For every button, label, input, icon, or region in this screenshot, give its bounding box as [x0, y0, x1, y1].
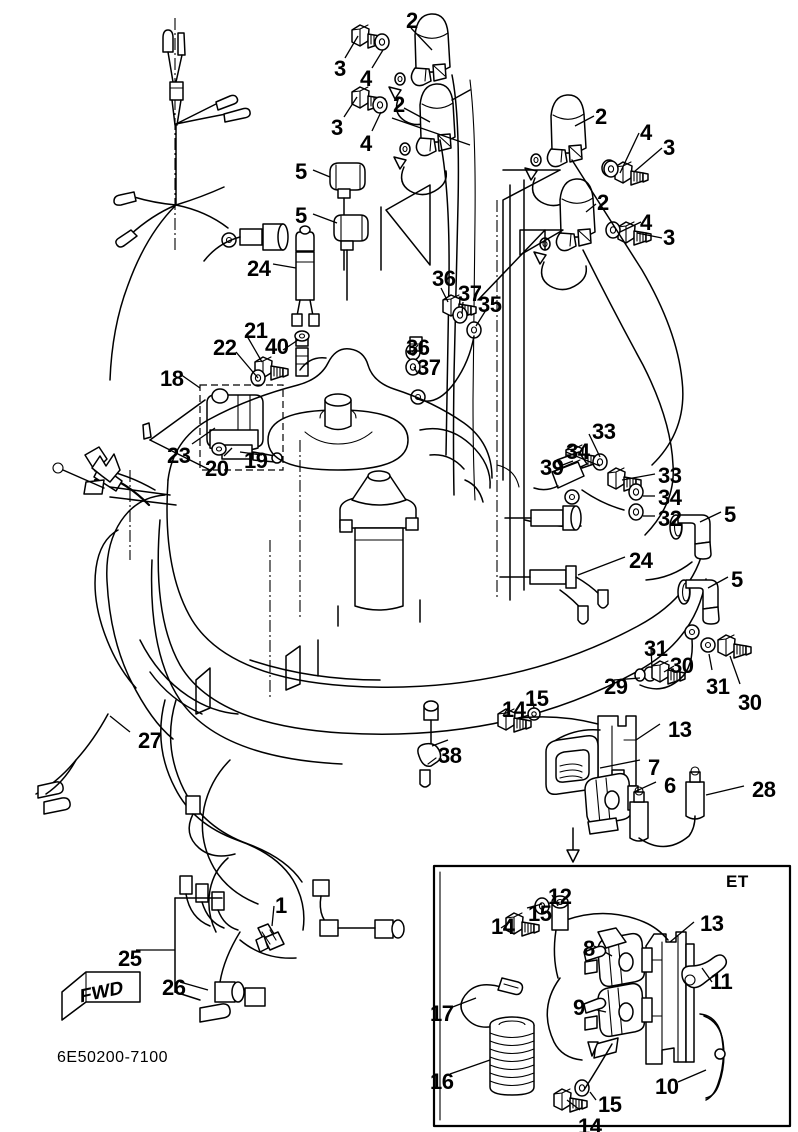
labels-leaders-21-22-40	[235, 335, 299, 379]
plug-cap-right-leaders	[645, 511, 729, 589]
callout-spring-cover-16: 16	[430, 1069, 454, 1094]
callout-washer-31: 31	[644, 636, 668, 661]
rectifier-right	[499, 505, 626, 625]
screw-40	[294, 330, 310, 377]
rectifier-left	[203, 223, 320, 327]
callout-bolt-3: 3	[334, 56, 346, 81]
callout-ignition-coil-2: 2	[393, 92, 405, 117]
callout-rectifier-24: 24	[629, 548, 653, 573]
callout-wire-harness-27: 27	[138, 728, 162, 753]
callout-fuse-28: 28	[752, 777, 776, 802]
callout-bolt-21: 21	[244, 318, 268, 343]
callout-lead-set-25: 25	[118, 946, 142, 971]
callout-bracket-13: 13	[700, 911, 724, 936]
fuse-28	[566, 766, 745, 863]
callout-bolt-30: 30	[738, 690, 762, 715]
callout-grommet-11: 11	[710, 969, 733, 994]
callout-washer-15: 15	[598, 1092, 622, 1117]
callout-bolt-3: 3	[663, 135, 675, 160]
callout-bolt-14: 14	[491, 914, 515, 939]
guide-panels	[380, 89, 564, 481]
callout-washer-37: 37	[417, 355, 441, 380]
callout-ignition-coil-2: 2	[595, 104, 607, 129]
callout-ground-lead-35: 35	[478, 292, 502, 317]
plug-cap-left-1	[329, 162, 366, 271]
part-number: 6E50200-7100	[57, 1049, 168, 1066]
callout-spark-plug-cap-5: 5	[731, 567, 743, 592]
callout-washer-15: 15	[525, 686, 549, 711]
callout-bolt-36: 36	[406, 335, 430, 360]
et-section-label: ET	[726, 872, 749, 891]
callout-lead-26: 26	[162, 975, 186, 1000]
callout-washer-4: 4	[640, 120, 652, 145]
callout-fuse-holder-12: 12	[548, 884, 572, 909]
et-inset-box	[432, 864, 792, 1128]
callout-spark-plug-cap-5: 5	[295, 159, 307, 184]
callout-wire-clamp-38: 38	[438, 743, 462, 768]
callout-bolt-36: 36	[432, 266, 456, 291]
callout-washer-31: 31	[706, 674, 730, 699]
callout-bracket-23: 23	[167, 443, 191, 468]
ht-leads	[439, 74, 684, 601]
plug-cap-right-2	[677, 579, 720, 625]
fwd-marker	[61, 971, 141, 1021]
callout-washer-22: 22	[213, 335, 237, 360]
callout-bracket-13: 13	[668, 717, 692, 742]
lower-harness	[35, 699, 405, 1023]
callout-bolt-33: 33	[592, 419, 616, 444]
callout-bolt-30: 30	[670, 653, 694, 678]
coil-leaders	[343, 27, 663, 239]
inset-contents	[449, 894, 728, 1113]
callout-washer-29: 29	[604, 674, 628, 699]
callout-bolt-3: 3	[663, 225, 675, 250]
callout-relay-9: 9	[573, 995, 585, 1020]
callout-bolt-3: 3	[331, 115, 343, 140]
callout-washer-34: 34	[566, 439, 590, 464]
bracket-13-main	[519, 715, 661, 787]
callout-washer-32: 32	[658, 506, 682, 531]
callout-ignition-coil-2: 2	[597, 190, 609, 215]
callout-rectifier-24: 24	[247, 256, 271, 281]
callout-washer-4: 4	[360, 66, 372, 91]
callout-ignition-coil-2: 2	[406, 8, 418, 33]
callout-washer-4: 4	[640, 210, 652, 235]
callout-clamp-39: 39	[540, 455, 564, 480]
callout-wire-10: 10	[655, 1074, 679, 1099]
callout-washer-34: 34	[658, 485, 682, 510]
ignition-coil-4	[533, 178, 596, 291]
engine-cowling	[52, 348, 707, 765]
callout-starter-motor-assembly-18: 18	[160, 366, 184, 391]
clamp-38	[417, 700, 449, 788]
callout-spark-plug-cap-5: 5	[295, 203, 307, 228]
callout-starter-relay-6: 6	[664, 773, 676, 798]
fastener-group-29-30-31	[613, 624, 752, 690]
callout-connector-1: 1	[275, 893, 287, 918]
callout-bolt-33: 33	[658, 463, 682, 488]
callout-screw-40: 40	[265, 334, 289, 359]
callout-spark-plug-cap-5: 5	[724, 502, 736, 527]
callout-nut-20: 20	[205, 456, 229, 481]
callout-relay-8: 8	[583, 936, 595, 961]
plug-cap-left-2	[333, 214, 369, 301]
callout-rubber-boot-7: 7	[648, 755, 660, 780]
callout-terminal-19: 19	[244, 448, 268, 473]
callout-bolt-14: 14	[502, 697, 526, 722]
callout-washer-15: 15	[528, 901, 552, 926]
plug-cap-leaders	[312, 169, 338, 224]
wire-harness-top	[109, 18, 251, 381]
rubber-boot-7	[545, 734, 641, 796]
callout-washer-37: 37	[458, 281, 482, 306]
starter-motor-assembly	[142, 373, 284, 471]
callout-clamp-17: 17	[430, 1001, 454, 1026]
callout-washer-4: 4	[360, 131, 372, 156]
callout-bolt-14: 14	[578, 1114, 602, 1132]
